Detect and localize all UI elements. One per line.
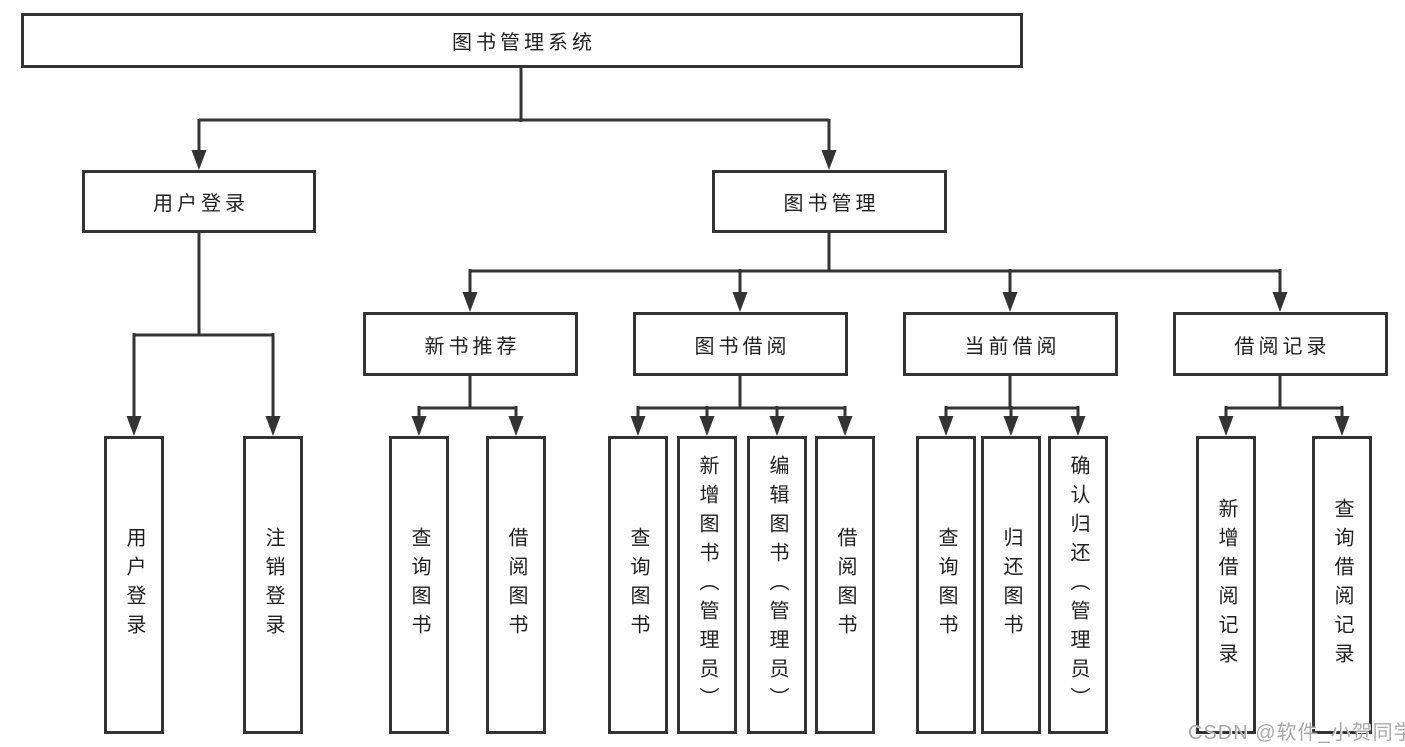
node-library-management-system: 图书管理系统 (21, 13, 1023, 68)
arrowhead (1272, 292, 1288, 312)
leaf-newbook-borrow-books: 借阅图书 (486, 436, 546, 734)
arrowhead (837, 416, 853, 436)
arrowhead (411, 416, 427, 436)
arrowhead (1002, 292, 1018, 312)
arrowhead (1070, 416, 1086, 436)
arrowhead (265, 416, 281, 436)
node-new-book-recommend: 新书推荐 (363, 312, 578, 376)
leaf-records-query-record: 查询借阅记录 (1312, 436, 1372, 734)
leaf-records-add-record: 新增借阅记录 (1196, 436, 1256, 734)
arrowhead (732, 292, 748, 312)
csdn-watermark: CSDN @软件_小贺同学 (1188, 722, 1405, 744)
node-borrow-records: 借阅记录 (1173, 312, 1388, 376)
arrowhead (508, 416, 524, 436)
node-book-management-branch: 图书管理 (712, 170, 947, 233)
leaf-borrow-edit-book-admin: 编辑图书（管理员） (747, 436, 807, 734)
arrowhead (462, 292, 478, 312)
leaf-newbook-query-books: 查询图书 (389, 436, 449, 734)
arrowhead (1218, 416, 1234, 436)
arrowhead (699, 416, 715, 436)
leaf-logout: 注销登录 (243, 436, 303, 734)
arrowhead (1334, 416, 1350, 436)
leaf-current-return-books: 归还图书 (981, 436, 1041, 734)
leaf-current-query-books: 查询图书 (916, 436, 976, 734)
leaf-borrow-query-books: 查询图书 (608, 436, 668, 734)
leaf-borrow-borrow-books: 借阅图书 (815, 436, 875, 734)
arrowhead (1003, 416, 1019, 436)
arrowhead (126, 416, 142, 436)
node-user-login-branch: 用户登录 (82, 170, 316, 233)
leaf-current-confirm-return-admin: 确认归还（管理员） (1048, 436, 1108, 734)
leaf-user-login: 用户登录 (104, 436, 164, 734)
node-current-borrow: 当前借阅 (903, 312, 1118, 376)
arrowhead (191, 150, 207, 170)
arrowhead (821, 150, 837, 170)
arrowhead (769, 416, 785, 436)
arrowhead (630, 416, 646, 436)
arrowhead (938, 416, 954, 436)
leaf-borrow-add-book-admin: 新增图书（管理员） (677, 436, 737, 734)
node-book-borrow: 图书借阅 (633, 312, 848, 376)
